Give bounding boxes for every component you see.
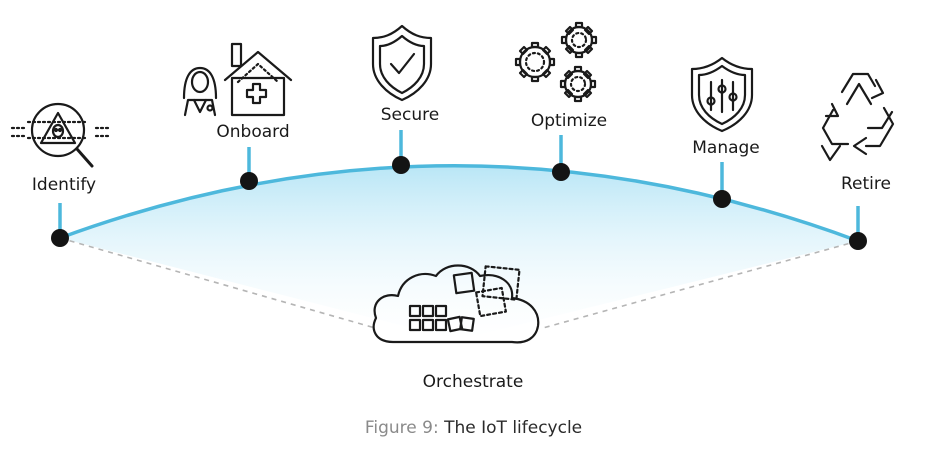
- shield-sliders-icon: [690, 56, 754, 133]
- center-label-orchestrate: Orchestrate: [423, 372, 524, 392]
- stage-label-secure: Secure: [381, 105, 439, 125]
- shield-check-icon: [371, 24, 433, 102]
- caption-title: The IoT lifecycle: [444, 418, 583, 438]
- stage-label-identify: Identify: [32, 175, 96, 195]
- cloud-blocks-icon: [372, 264, 540, 344]
- arc-fill-region: [60, 165, 858, 340]
- figure-caption: Figure 9: The IoT lifecycle: [0, 418, 947, 438]
- stage-label-manage: Manage: [692, 138, 760, 158]
- caption-prefix: Figure 9:: [364, 418, 439, 438]
- doctor-house-icon: [182, 42, 293, 117]
- dot-retire: [849, 232, 867, 250]
- search-alien-icon: [10, 102, 110, 168]
- dot-manage: [713, 190, 731, 208]
- recycle-icon: [820, 72, 895, 162]
- stage-label-retire: Retire: [841, 174, 891, 194]
- dot-secure: [392, 156, 410, 174]
- dot-optimize: [552, 163, 570, 181]
- dashed-line-left: [59, 237, 376, 329]
- dashed-line-right: [542, 240, 859, 329]
- lifecycle-arc: [59, 164, 859, 243]
- stage-label-onboard: Onboard: [216, 122, 289, 142]
- dot-identify: [51, 229, 69, 247]
- dot-onboard: [240, 172, 258, 190]
- gears-icon: [514, 21, 598, 103]
- stage-label-optimize: Optimize: [531, 111, 607, 131]
